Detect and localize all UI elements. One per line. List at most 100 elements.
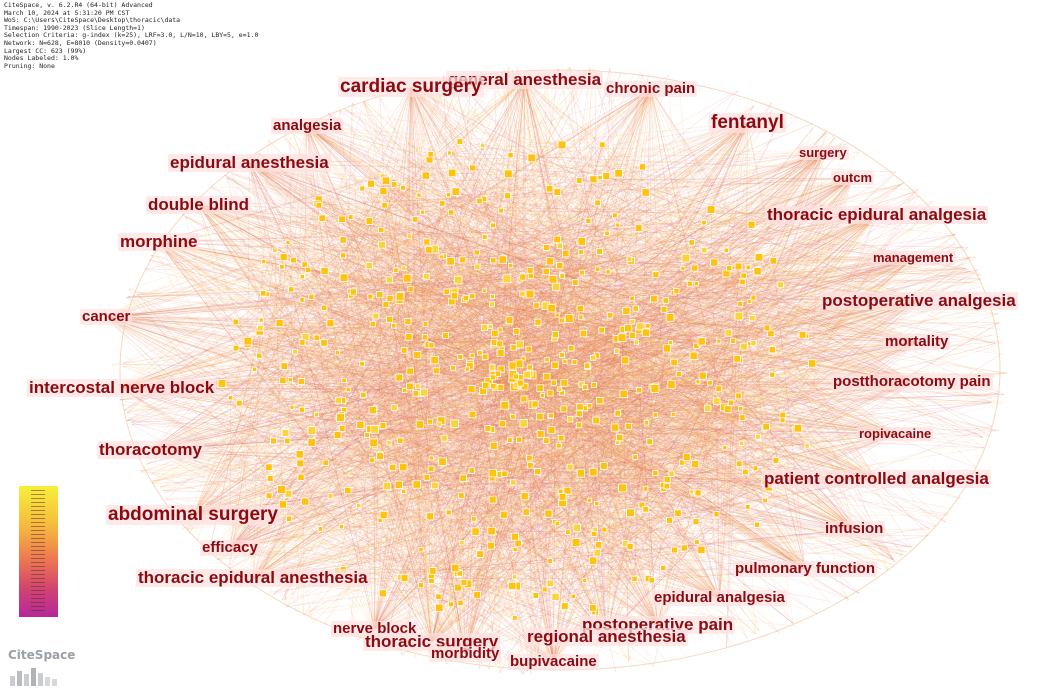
- network-edge: [410, 86, 432, 155]
- network-edge: [653, 340, 734, 667]
- network-edge: [524, 133, 836, 387]
- network-edge: [129, 384, 635, 580]
- network-edge: [519, 88, 651, 379]
- network-node: [345, 386, 352, 393]
- network-edge: [503, 70, 765, 429]
- network-edge: [524, 79, 582, 253]
- network-node: [508, 263, 514, 269]
- network-edge: [415, 88, 651, 394]
- network-edge: [285, 549, 702, 608]
- network-edge: [140, 203, 443, 471]
- network-node: [420, 209, 425, 215]
- network-edge: [452, 75, 717, 515]
- network-edge: [410, 86, 416, 220]
- network-edge: [307, 549, 675, 616]
- network-node: [382, 481, 392, 491]
- network-node: [577, 237, 587, 246]
- network-edge: [244, 159, 754, 344]
- network-edge: [259, 88, 651, 356]
- network-edge: [536, 333, 772, 666]
- network-edge: [343, 88, 651, 278]
- network-edge: [263, 278, 982, 294]
- network-edge: [254, 279, 390, 588]
- network-edge: [176, 416, 513, 514]
- network-edge: [490, 545, 904, 556]
- network-edge: [259, 79, 525, 356]
- network-edge: [450, 172, 918, 190]
- network-edge: [259, 88, 651, 332]
- network-edge: [560, 88, 651, 439]
- network-edge: [584, 122, 748, 409]
- network-edge: [235, 79, 525, 323]
- network-edge: [535, 425, 993, 596]
- network-edge: [492, 267, 967, 297]
- network-edge: [548, 273, 971, 514]
- network-node: [232, 344, 240, 352]
- network-edge: [696, 122, 748, 346]
- network-edge: [159, 380, 345, 488]
- network-edge: [126, 420, 531, 466]
- network-edge: [407, 321, 849, 600]
- network-node: [561, 602, 569, 610]
- network-node: [453, 583, 462, 592]
- network-edge: [363, 102, 555, 339]
- network-edge: [117, 299, 400, 386]
- network-edge: [229, 283, 697, 570]
- network-edge: [438, 184, 901, 597]
- network-edge: [385, 477, 428, 643]
- network-edge: [131, 404, 533, 423]
- network-edge: [570, 88, 651, 349]
- network-node: [598, 326, 606, 334]
- network-edge: [266, 293, 882, 570]
- network-edge: [236, 545, 491, 573]
- network-edge: [559, 90, 739, 390]
- network-edge: [429, 79, 525, 160]
- network-node: [497, 327, 503, 333]
- network-edge: [460, 189, 919, 604]
- network-edge: [580, 88, 651, 474]
- network-edge: [599, 303, 995, 401]
- network-node: [604, 230, 610, 237]
- network-node: [596, 396, 604, 405]
- network-edge: [500, 208, 931, 331]
- network-edge: [434, 221, 940, 250]
- network-edge: [765, 247, 969, 427]
- network-edge: [519, 88, 651, 345]
- network-node: [435, 603, 444, 612]
- network-edge: [571, 303, 995, 349]
- network-edge: [599, 88, 651, 178]
- network-edge: [125, 297, 656, 474]
- network-edge: [281, 266, 457, 660]
- network-edge: [410, 86, 647, 423]
- network-edge: [380, 182, 904, 454]
- network-edge: [410, 86, 547, 306]
- network-node: [610, 423, 620, 432]
- network-edge: [134, 291, 411, 372]
- network-node: [257, 324, 264, 332]
- network-edge: [124, 319, 741, 361]
- network-node: [369, 438, 379, 448]
- network-edge: [410, 86, 484, 392]
- network-edge: [650, 88, 720, 389]
- network-edge: [446, 298, 655, 656]
- network-edge: [404, 68, 591, 391]
- network-edge: [263, 83, 669, 294]
- network-node: [488, 364, 496, 371]
- network-edge: [247, 343, 457, 660]
- network-edge: [337, 114, 780, 354]
- network-edge: [527, 263, 965, 375]
- network-edge: [536, 320, 563, 666]
- network-edge: [693, 131, 827, 356]
- network-edge: [443, 75, 547, 272]
- network-edge: [502, 79, 525, 424]
- network-edge: [638, 88, 651, 229]
- network-edge: [479, 69, 559, 202]
- network-edge: [341, 526, 912, 548]
- network-node: [534, 468, 542, 476]
- network-edge: [151, 473, 432, 574]
- network-edge: [410, 86, 515, 577]
- network-edge: [127, 293, 267, 297]
- network-edge: [655, 274, 996, 377]
- network-edge: [137, 179, 594, 295]
- network-edge: [273, 268, 684, 595]
